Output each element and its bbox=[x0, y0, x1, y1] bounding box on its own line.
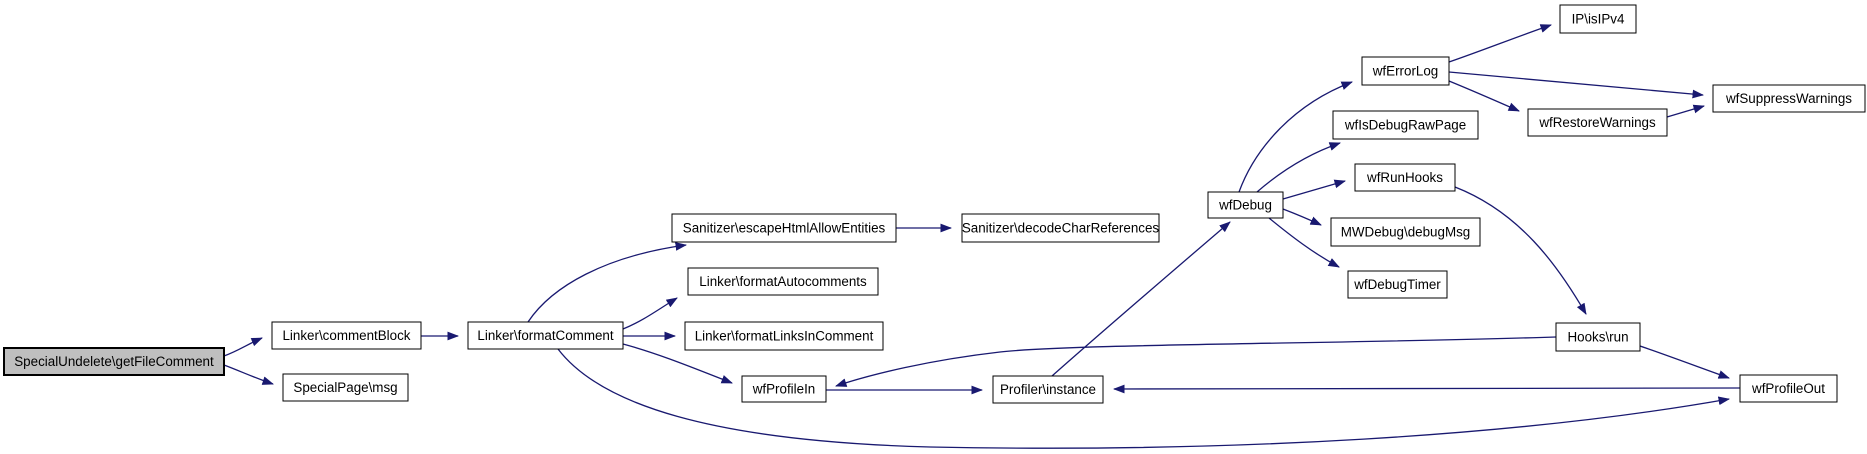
edge-linker-format-comment--wf-profile-out bbox=[557, 348, 1730, 449]
node-box-sanitizer-decode-char-references[interactable] bbox=[961, 213, 1160, 243]
node-linker-format-autocomments[interactable]: Linker\formatAutocomments bbox=[687, 267, 879, 296]
node-label-sanitizer-escape-html-allow-entities: Sanitizer\escapeHtmlAllowEntities bbox=[683, 221, 886, 236]
node-special-undelete-get-file-comment: SpecialUndelete\getFileComment bbox=[3, 347, 225, 376]
node-wf-debug-timer[interactable]: wfDebugTimer bbox=[1347, 270, 1448, 299]
edge-wf-debug--wf-error-log bbox=[1238, 81, 1353, 193]
node-box-wf-restore-warnings[interactable] bbox=[1527, 108, 1668, 137]
edge-special-undelete-get-file-comment--special-page-msg bbox=[223, 364, 274, 385]
node-label-wf-profile-out: wfProfileOut bbox=[1751, 381, 1825, 396]
node-linker-comment-block[interactable]: Linker\commentBlock bbox=[271, 321, 422, 350]
node-profiler-instance[interactable]: Profiler\instance bbox=[992, 375, 1104, 404]
node-box-wf-debug-timer[interactable] bbox=[1347, 270, 1448, 299]
node-box-wf-profile-out[interactable] bbox=[1739, 374, 1838, 403]
node-label-ip-is-ipv4: IP\isIPv4 bbox=[1572, 12, 1625, 27]
node-box-linker-comment-block[interactable] bbox=[271, 321, 422, 350]
node-wf-error-log[interactable]: wfErrorLog bbox=[1361, 56, 1450, 86]
node-label-wf-debug-timer: wfDebugTimer bbox=[1353, 277, 1441, 292]
node-label-special-page-msg: SpecialPage\msg bbox=[293, 380, 397, 395]
edge-profiler-instance--wf-debug bbox=[1051, 221, 1231, 377]
node-box-ip-is-ipv4[interactable] bbox=[1559, 4, 1637, 34]
edge-hooks-run--wf-profile-in bbox=[835, 336, 1557, 387]
node-label-profiler-instance: Profiler\instance bbox=[1000, 382, 1096, 397]
node-label-wf-run-hooks: wfRunHooks bbox=[1366, 170, 1443, 185]
edge-wf-restore-warnings--wf-suppress-warnings bbox=[1666, 104, 1705, 118]
edge-linker-format-comment--linker-format-autocomments bbox=[622, 297, 678, 330]
node-sanitizer-decode-char-references[interactable]: Sanitizer\decodeCharReferences bbox=[961, 213, 1160, 243]
edge-wf-profile-out--profiler-instance bbox=[1113, 384, 1741, 394]
node-box-profiler-instance[interactable] bbox=[992, 375, 1104, 404]
node-wf-suppress-warnings[interactable]: wfSuppressWarnings bbox=[1712, 84, 1866, 113]
edge-wf-error-log--wf-suppress-warnings bbox=[1448, 71, 1704, 99]
node-sanitizer-escape-html-allow-entities[interactable]: Sanitizer\escapeHtmlAllowEntities bbox=[671, 213, 897, 243]
node-box-sanitizer-escape-html-allow-entities[interactable] bbox=[671, 213, 897, 243]
node-wf-profile-out[interactable]: wfProfileOut bbox=[1739, 374, 1838, 403]
edge-wf-debug--wf-debug-timer bbox=[1268, 217, 1340, 268]
edge-wf-debug--wf-is-debug-raw-page bbox=[1256, 142, 1341, 193]
node-label-special-undelete-get-file-comment: SpecialUndelete\getFileComment bbox=[14, 354, 214, 369]
node-box-special-page-msg[interactable] bbox=[282, 373, 409, 402]
node-wf-debug[interactable]: wfDebug bbox=[1207, 191, 1284, 219]
node-label-wf-restore-warnings: wfRestoreWarnings bbox=[1538, 115, 1656, 130]
edge-linker-format-comment--wf-profile-in bbox=[622, 343, 733, 384]
node-box-wf-suppress-warnings[interactable] bbox=[1712, 84, 1866, 113]
node-label-wf-is-debug-raw-page: wfIsDebugRawPage bbox=[1344, 118, 1466, 133]
node-box-wf-debug[interactable] bbox=[1207, 191, 1284, 219]
edge-hooks-run--wf-profile-out bbox=[1639, 345, 1730, 379]
node-wf-profile-in[interactable]: wfProfileIn bbox=[741, 375, 827, 403]
node-label-linker-format-links-in-comment: Linker\formatLinksInComment bbox=[695, 329, 874, 344]
node-wf-is-debug-raw-page[interactable]: wfIsDebugRawPage bbox=[1332, 110, 1479, 140]
node-label-linker-format-autocomments: Linker\formatAutocomments bbox=[699, 274, 867, 289]
node-mw-debug-debug-msg[interactable]: MWDebug\debugMsg bbox=[1330, 217, 1481, 247]
node-box-wf-error-log[interactable] bbox=[1361, 56, 1450, 86]
node-box-wf-is-debug-raw-page[interactable] bbox=[1332, 110, 1479, 140]
node-wf-run-hooks[interactable]: wfRunHooks bbox=[1354, 163, 1456, 192]
node-wf-restore-warnings[interactable]: wfRestoreWarnings bbox=[1527, 108, 1668, 137]
node-box-wf-run-hooks[interactable] bbox=[1354, 163, 1456, 192]
node-box-linker-format-autocomments[interactable] bbox=[687, 267, 879, 296]
node-label-wf-profile-in: wfProfileIn bbox=[752, 382, 816, 397]
node-linker-format-comment[interactable]: Linker\formatComment bbox=[467, 321, 624, 350]
node-box-linker-format-comment[interactable] bbox=[467, 321, 624, 350]
node-box-hooks-run[interactable] bbox=[1555, 322, 1641, 352]
node-label-hooks-run: Hooks\run bbox=[1567, 330, 1628, 345]
node-label-linker-comment-block: Linker\commentBlock bbox=[282, 328, 410, 343]
node-label-wf-suppress-warnings: wfSuppressWarnings bbox=[1725, 91, 1852, 106]
edge-wf-error-log--ip-is-ipv4 bbox=[1448, 24, 1552, 63]
node-label-wf-debug: wfDebug bbox=[1218, 198, 1272, 213]
node-label-sanitizer-decode-char-references: Sanitizer\decodeCharReferences bbox=[962, 221, 1160, 236]
edge-special-undelete-get-file-comment--linker-comment-block bbox=[223, 337, 263, 357]
node-label-wf-error-log: wfErrorLog bbox=[1372, 64, 1439, 79]
node-box-linker-format-links-in-comment[interactable] bbox=[684, 321, 884, 351]
edge-wf-debug--mw-debug-debug-msg bbox=[1282, 208, 1322, 226]
node-special-page-msg[interactable]: SpecialPage\msg bbox=[282, 373, 409, 402]
node-box-mw-debug-debug-msg[interactable] bbox=[1330, 217, 1481, 247]
node-ip-is-ipv4[interactable]: IP\isIPv4 bbox=[1559, 4, 1637, 34]
node-label-mw-debug-debug-msg: MWDebug\debugMsg bbox=[1341, 225, 1471, 240]
node-linker-format-links-in-comment[interactable]: Linker\formatLinksInComment bbox=[684, 321, 884, 351]
node-box-special-undelete-get-file-comment bbox=[3, 347, 225, 376]
node-label-linker-format-comment: Linker\formatComment bbox=[477, 328, 613, 343]
edge-wf-error-log--wf-restore-warnings bbox=[1448, 80, 1520, 112]
edge-linker-format-comment--sanitizer-escape-html-allow-entities bbox=[527, 242, 687, 323]
edge-wf-run-hooks--hooks-run bbox=[1454, 186, 1587, 315]
node-hooks-run[interactable]: Hooks\run bbox=[1555, 322, 1641, 352]
node-box-wf-profile-in[interactable] bbox=[741, 375, 827, 403]
edge-wf-debug--wf-run-hooks bbox=[1282, 179, 1346, 200]
